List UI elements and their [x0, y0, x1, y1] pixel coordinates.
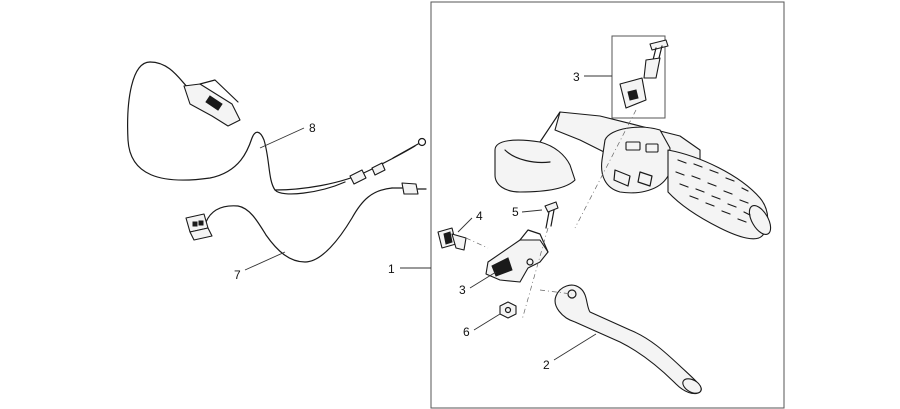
- leader-8: [259, 127, 305, 149]
- switch-housing: [601, 126, 671, 194]
- clutch-switch-part-4: [437, 227, 467, 251]
- sub-frame-part-3: [611, 35, 666, 119]
- cable-harness-8: [127, 61, 427, 195]
- leader-4: [457, 217, 473, 233]
- assembly-frame: [430, 1, 785, 409]
- switch-plunger: [401, 182, 419, 195]
- callout-2: 2: [543, 358, 550, 372]
- callout-6: 6: [463, 325, 470, 339]
- callout-7: 7: [234, 268, 241, 282]
- leader-2: [553, 333, 597, 361]
- callout-1: 1: [388, 262, 395, 276]
- axis-line-switch: [465, 237, 489, 249]
- clamp-part-3-top: [619, 39, 669, 109]
- cable-harness-7: [185, 182, 427, 263]
- leader-7: [244, 251, 286, 271]
- nut-part-6: [499, 301, 517, 319]
- leader-6: [473, 313, 501, 331]
- callout-3-mid: 3: [459, 283, 466, 297]
- axis-line-lever: [539, 289, 573, 295]
- clutch-lever-part-2: [554, 284, 702, 395]
- cable-adjuster: [349, 169, 367, 185]
- callout-4: 4: [476, 209, 483, 223]
- axis-line-top: [574, 109, 637, 229]
- callout-8: 8: [309, 121, 316, 135]
- callout-3-top: 3: [573, 70, 580, 84]
- bolt-part-5: [544, 201, 559, 229]
- leader-5: [521, 209, 543, 213]
- handlebar-grip: [667, 149, 772, 240]
- lever-bracket-part-3: [485, 229, 549, 283]
- callout-5: 5: [512, 205, 519, 219]
- axis-line-bolt: [521, 227, 549, 321]
- leader-3-mid: [469, 271, 497, 289]
